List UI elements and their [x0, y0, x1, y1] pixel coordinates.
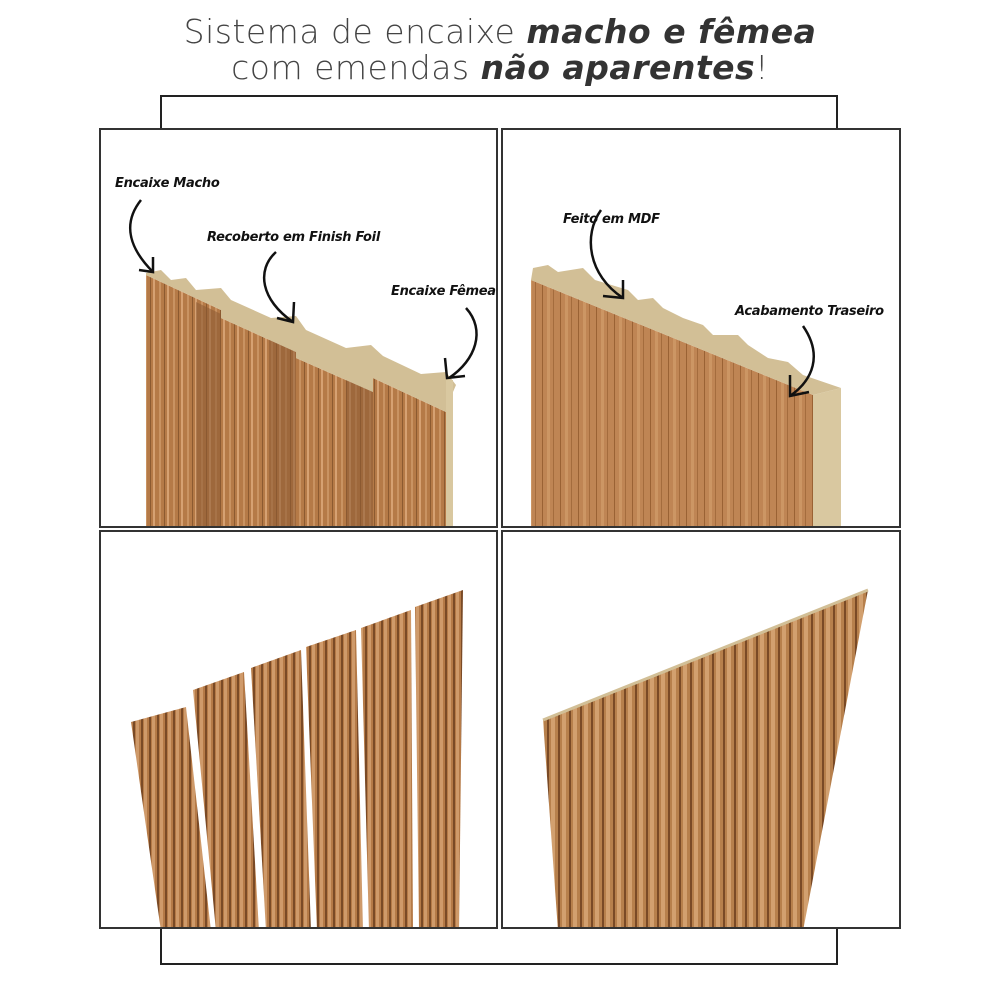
headline-line-1: Sistema de encaixe macho e fêmea [183, 12, 817, 51]
joined-slats-illustration [542, 588, 869, 927]
decorative-frame-bottom [160, 928, 838, 965]
wood-panel-back-illustration [531, 209, 841, 526]
label-acabamento-traseiro: Acabamento Traseiro [735, 304, 884, 319]
headline-emphasis-2: não aparentes [480, 48, 756, 87]
separated-slats-illustration [131, 590, 463, 927]
panel-separated-slats [99, 530, 498, 929]
wood-panel-front-illustration [128, 199, 478, 526]
headline: Sistema de encaixe macho e fêmea com eme… [0, 14, 1000, 86]
label-encaixe-femea: Encaixe Fêmea [391, 284, 496, 299]
headline-emphasis-1: macho e fêmea [526, 12, 817, 51]
label-encaixe-macho: Encaixe Macho [115, 176, 220, 191]
decorative-frame-top [160, 95, 838, 128]
panel-joined-slats [501, 530, 901, 929]
panel-tongue-groove-front: Encaixe Macho Recoberto em Finish Foil E… [99, 128, 498, 528]
panel-back-mdf: Feito em MDF Acabamento Traseiro [501, 128, 901, 528]
headline-line-2: com emendas não aparentes! [231, 48, 769, 87]
label-feito-em-mdf: Feito em MDF [563, 212, 660, 227]
label-finish-foil: Recoberto em Finish Foil [207, 230, 380, 245]
